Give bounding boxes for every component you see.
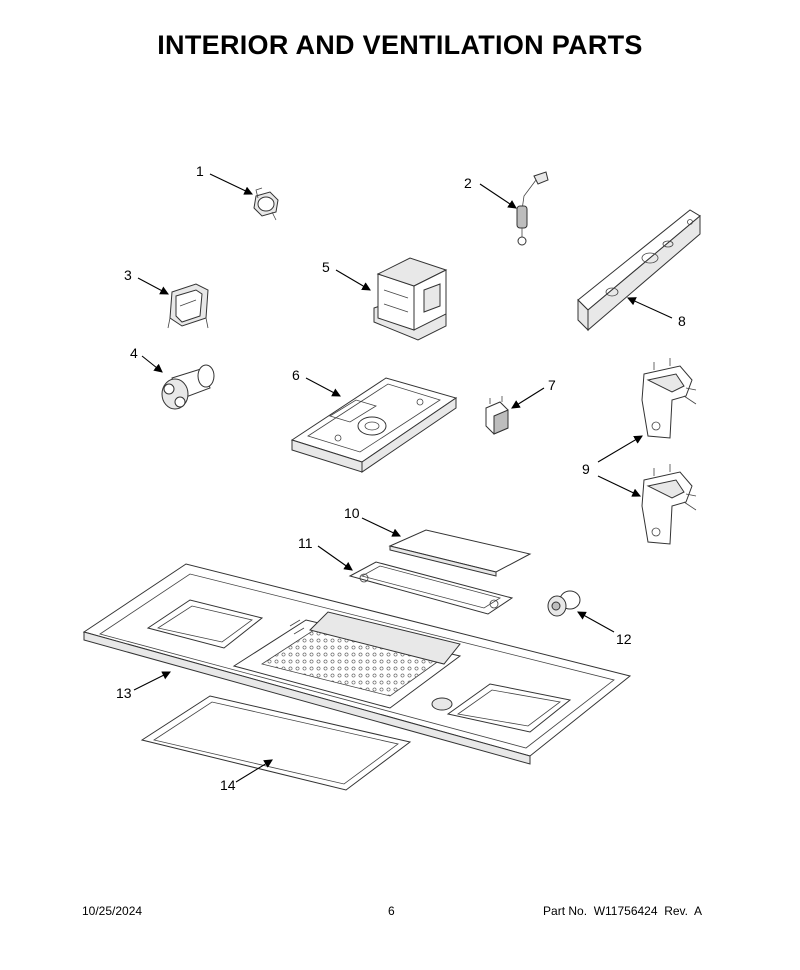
callout-9: 9 [582, 461, 590, 477]
callout-2: 2 [464, 175, 472, 191]
callout-11: 11 [298, 535, 313, 551]
part-13-bottom-panel [82, 563, 632, 765]
callout-6: 6 [292, 367, 300, 383]
part-11-plate [348, 561, 514, 615]
callout-13: 13 [116, 685, 132, 701]
part-5-transformer [373, 257, 448, 341]
callout-1: 1 [196, 163, 204, 179]
footer-part-number: Part No. W11756424 Rev. A [543, 904, 702, 918]
callout-14: 14 [220, 777, 236, 793]
part-12-roller [547, 590, 581, 617]
part-9-door-switch-lower [641, 464, 697, 545]
part-10-filter [388, 529, 532, 577]
part-4-capacitor [161, 364, 215, 410]
part-14-filter-frame [140, 695, 412, 791]
footer-page-number: 6 [388, 904, 395, 918]
part-1-thermostat [253, 187, 279, 221]
part-9-door-switch-upper [641, 358, 697, 439]
leader-lines [133, 173, 673, 783]
callout-7: 7 [548, 377, 556, 393]
callout-3: 3 [124, 267, 132, 283]
part-7-component [485, 396, 509, 435]
callout-10: 10 [344, 505, 360, 521]
footer-date: 10/25/2024 [82, 904, 143, 918]
callout-labels: 1 2 3 4 5 6 7 8 9 10 11 12 13 14 [116, 163, 686, 793]
part-8-vent-bracket [577, 209, 701, 332]
callout-4: 4 [130, 345, 138, 361]
callout-5: 5 [322, 259, 330, 275]
part-3-capacitor-bracket [167, 283, 209, 329]
part-2-diode [516, 171, 549, 246]
page-title: INTERIOR AND VENTILATION PARTS [157, 30, 643, 60]
part-6-mounting-bracket [290, 377, 458, 473]
callout-12: 12 [616, 631, 632, 647]
callout-8: 8 [678, 313, 686, 329]
